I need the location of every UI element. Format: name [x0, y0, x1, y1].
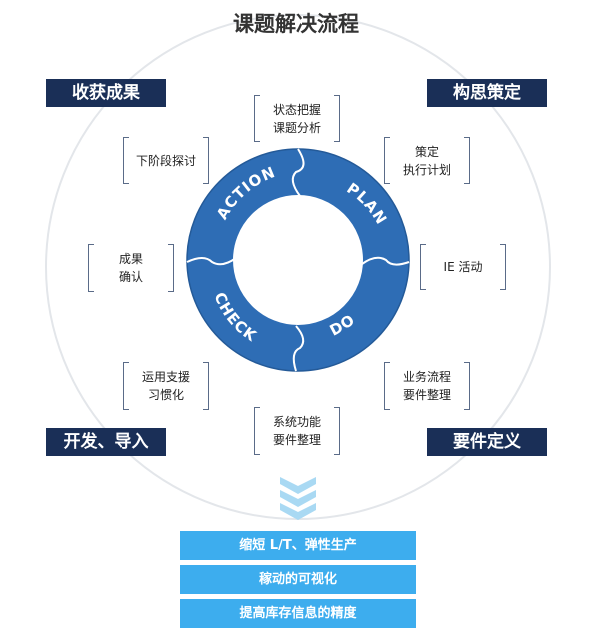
- result-bar-inventory: 提高库存信息的精度: [180, 599, 416, 628]
- page-title: 课题解决流程: [233, 12, 359, 36]
- segment-dividers: [186, 148, 410, 372]
- step-strategy: 策定 执行计划: [384, 137, 470, 184]
- step-ie: IE 活动: [420, 244, 506, 290]
- step-next: 下阶段探讨: [123, 137, 209, 184]
- step-confirm-label: 成果 确认: [118, 252, 143, 284]
- result-bar-lead-time: 缩短 L/T、弹性生产: [180, 531, 416, 560]
- corner-label-bottom-right: 要件定义: [427, 428, 547, 456]
- step-ie-label: IE 活动: [443, 260, 483, 274]
- corner-label-top-left: 收获成果: [46, 79, 166, 107]
- step-system-label: 系统功能 要件整理: [272, 415, 321, 447]
- step-status-label: 状态把握 课题分析: [272, 102, 321, 135]
- down-chevrons-icon: [280, 477, 316, 520]
- step-business-label: 业务流程 要件整理: [402, 370, 451, 402]
- corner-label-top-right: 构思策定: [427, 79, 547, 107]
- result-bar-visibility: 稼动的可视化: [180, 565, 416, 594]
- corner-label-bottom-left: 开发、导入: [46, 428, 166, 456]
- step-next-label: 下阶段探讨: [135, 153, 196, 168]
- step-business: 业务流程 要件整理: [384, 362, 470, 410]
- step-operation: 运用支援 习惯化: [123, 362, 209, 410]
- step-operation-label: 运用支援 习惯化: [141, 370, 190, 402]
- step-status: 状态把握 课题分析: [254, 95, 340, 142]
- step-strategy-label: 策定 执行计划: [402, 144, 451, 177]
- step-confirm: 成果 确认: [88, 244, 174, 292]
- step-system: 系统功能 要件整理: [254, 407, 340, 455]
